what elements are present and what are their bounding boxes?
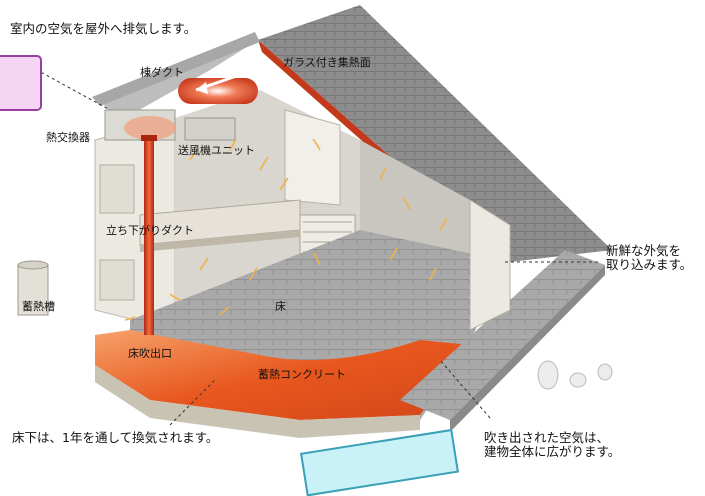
down-duct — [141, 135, 157, 335]
highlight-box-pink — [0, 55, 42, 111]
label-heat-tank: 蓄熱槽 — [22, 300, 55, 313]
airflow-arrows — [124, 138, 448, 321]
left-wall — [94, 117, 176, 331]
label-exhaust: 室内の空気を屋外へ排気します。 — [10, 21, 197, 36]
label-fresh-air: 新鮮な外気を 取り込みます。 — [606, 243, 693, 272]
label-heat-concrete: 蓄熱コンクリート — [258, 368, 346, 381]
roof-left — [92, 32, 260, 122]
fan-unit — [104, 109, 236, 141]
house-cutaway-illustration — [14, 5, 613, 438]
terrace — [400, 250, 605, 432]
label-blown-air: 吹き出された空気は、 建物全体に広がります。 — [484, 430, 621, 459]
right-wall — [469, 199, 511, 331]
label-glass-collector: ガラス付き集熱面 — [283, 56, 371, 69]
heat-storage-tank — [17, 260, 49, 316]
label-fan-unit: 送風機ユニット — [178, 144, 255, 157]
label-floor: 床 — [275, 300, 286, 313]
garden-stones — [537, 360, 613, 390]
label-ridge-duct: 棟ダクト — [140, 66, 184, 79]
ridge-duct — [178, 70, 258, 104]
label-floor-outlet: 床吹出口 — [128, 347, 172, 360]
second-floor-slab — [139, 199, 301, 252]
label-heat-exchanger: 熱交換器 — [46, 131, 90, 144]
label-underfloor: 床下は、1年を通して換気されます。 — [12, 430, 219, 445]
label-down-duct: 立ち下がりダクト — [106, 224, 194, 237]
heat-storage-concrete — [95, 330, 470, 438]
